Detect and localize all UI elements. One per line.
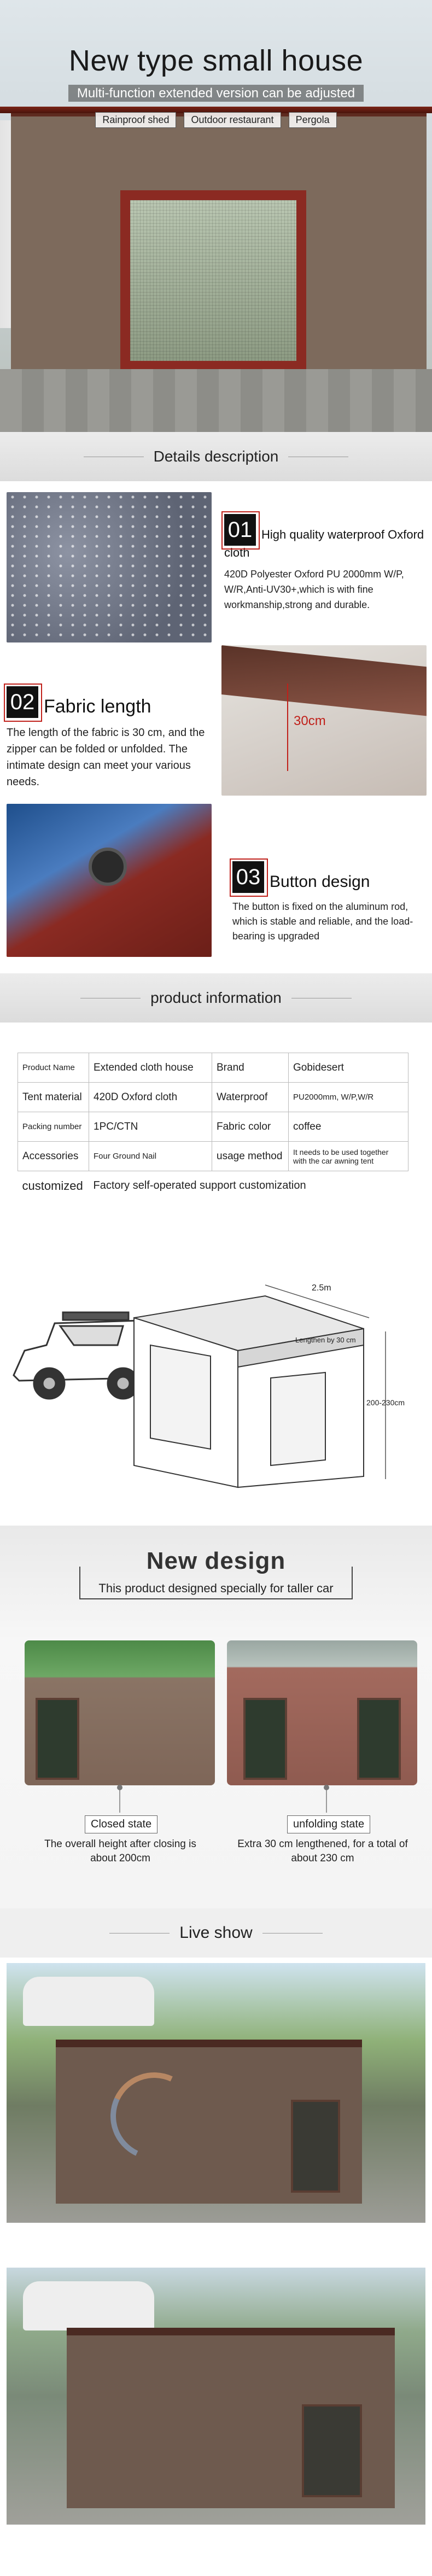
hero-tent-image: [11, 112, 427, 375]
title-frame: [79, 1567, 353, 1599]
fabric-waterproof-photo: [7, 492, 212, 642]
detail-text: 420D Polyester Oxford PU 2000mm W/P, W/R…: [224, 569, 404, 610]
measure-label: 30cm: [294, 714, 326, 728]
live-show-title: Live show: [109, 1924, 323, 1942]
dimension-lines: [265, 1284, 386, 1479]
live-show-section: Live show: [0, 1908, 432, 2576]
detail-text: The length of the fabric is 30 cm, and t…: [7, 727, 205, 788]
table-row: Tent material 420D Oxford cloth Waterpro…: [17, 1082, 408, 1112]
button-design-photo: [7, 804, 212, 957]
tent-illustration: [133, 1295, 364, 1488]
hero-tag: Outdoor restaurant: [184, 112, 281, 128]
hero-section: New type small house Multi-function exte…: [0, 0, 432, 432]
width-label: 2.5m: [312, 1283, 331, 1293]
live-show-photo: [7, 1963, 425, 2223]
roof-tent: [23, 2281, 154, 2330]
detail-number: 01: [221, 511, 260, 550]
closed-state-photo: [25, 1640, 215, 1785]
connector-line: [324, 1785, 329, 1813]
unfolding-state-photo: [227, 1640, 417, 1785]
measure-line: [287, 684, 288, 771]
height-label: 200-230cm: [366, 1398, 405, 1407]
length-label: Lengthen by 30 cm: [295, 1336, 356, 1344]
detail-title: Fabric length: [44, 696, 151, 717]
fabric-length-photo: 30cm: [221, 645, 427, 796]
hero-tag-row: Rainproof shed Outdoor restaurant Pergol…: [0, 112, 432, 128]
connector-line: [117, 1785, 122, 1813]
new-design-section: New design This product designed special…: [0, 1526, 432, 1908]
clip-icon: [89, 848, 127, 886]
detail-number: 02: [4, 684, 42, 722]
hero-awning-rod: [0, 107, 432, 113]
details-banner: Details description: [0, 432, 432, 481]
product-info-section: product information Product Name Extende…: [0, 973, 432, 1509]
car-illustration: [13, 1311, 141, 1400]
live-show-photo: [7, 2268, 425, 2525]
info-banner: product information: [0, 973, 432, 1023]
dimension-diagram: 2.5m Lengthen by 30 cm 200-230cm: [13, 1283, 405, 1488]
unfolding-state-label: unfolding state: [287, 1815, 371, 1833]
info-banner-title: product information: [80, 989, 352, 1007]
table-row: Packing number 1PC/CTN Fabric color coff…: [17, 1112, 408, 1142]
detail-title: Button design: [270, 872, 370, 891]
table-row: Accessories Four Ground Nail usage metho…: [17, 1141, 408, 1171]
closed-state-desc: The overall height after closing is abou…: [44, 1838, 196, 1864]
hero-subtitle: Multi-function extended version can be a…: [0, 85, 432, 102]
tent: [56, 2040, 362, 2204]
detail-title: High quality waterproof Oxford cloth: [224, 527, 424, 559]
new-design-subtitle: This product designed specially for tall…: [98, 1581, 334, 1595]
hero-tag: Pergola: [288, 112, 337, 128]
table-row: customized Factory self-operated support…: [22, 1178, 306, 1193]
table-row: Product Name Extended cloth house Brand …: [17, 1053, 408, 1083]
unfolding-state-desc: Extra 30 cm lengthened, for a total of a…: [237, 1838, 408, 1864]
tent: [67, 2328, 395, 2508]
detail-text: The button is fixed on the aluminum rod,…: [232, 901, 413, 942]
hero-tag: Rainproof shed: [95, 112, 177, 128]
detail-number: 03: [230, 858, 268, 897]
hero-ground: [0, 369, 432, 432]
live-show-banner: Live show: [0, 1908, 432, 1958]
new-design-title: New design: [146, 1547, 286, 1574]
details-banner-title: Details description: [83, 448, 349, 465]
closed-state-label: Closed state: [85, 1815, 158, 1833]
roof-tent: [23, 1977, 154, 2026]
hero-title: New type small house: [68, 44, 364, 77]
spec-table: Product Name Extended cloth house Brand …: [17, 1053, 408, 1201]
hero-tent-door: [120, 190, 306, 371]
